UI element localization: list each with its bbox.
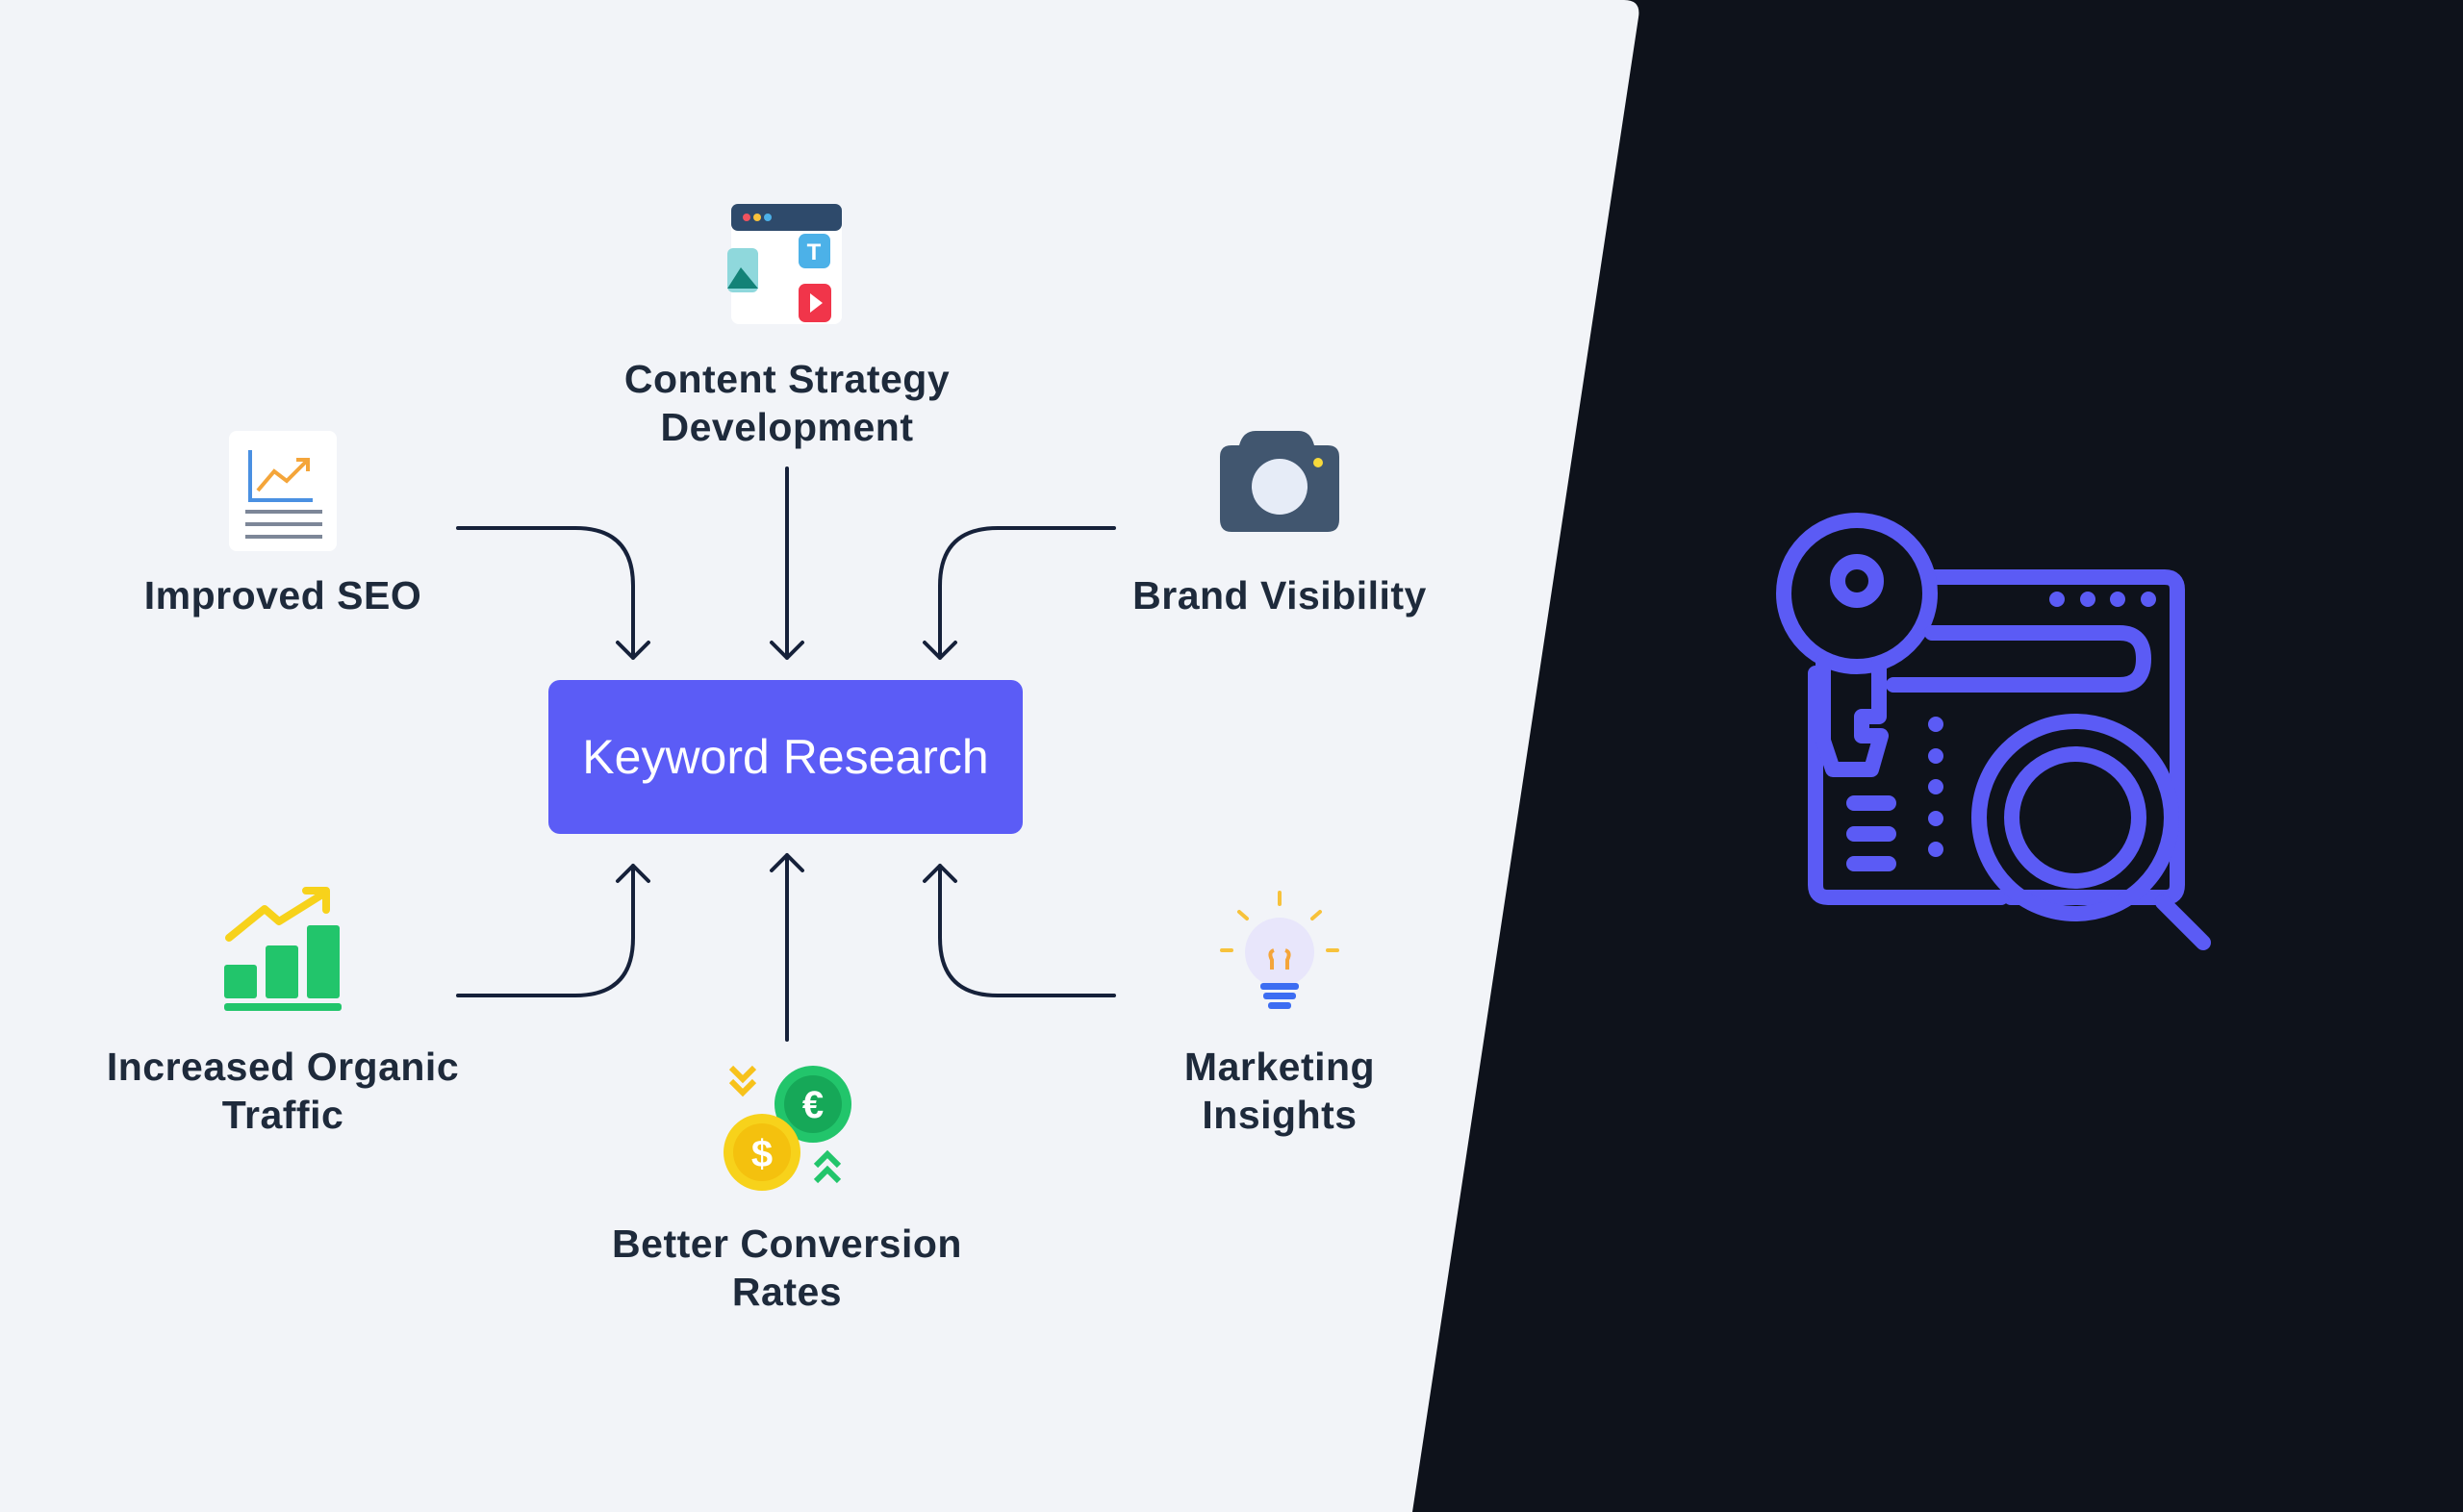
arrow-conversion [770,853,804,1042]
arrow-seo [456,526,650,660]
currency-exchange-icon: € $ [724,1065,851,1191]
node-label: Brand Visibility [1132,573,1427,617]
node-label: Content Strategy [623,357,951,401]
node-label: Rates [731,1270,843,1314]
node-label: Insights [1202,1093,1358,1137]
arrows [456,466,1116,1042]
arrow-content [770,466,804,660]
arrow-traffic [456,864,650,997]
arrow-brand [923,526,1116,660]
node-label: Improved SEO [143,573,422,617]
node-label: Better Conversion [612,1222,962,1266]
keyword-research-node: Keyword Research [548,680,1023,834]
node-marketing-insights: Marketing Insights [1029,1043,1530,1139]
svg-text:$: $ [751,1133,773,1175]
hero-icon-dots [1928,592,2156,857]
node-label: Traffic [221,1093,344,1137]
node-label: Development [660,405,914,449]
node-brand-visibility: Brand Visibility [1029,571,1530,619]
arrow-insights [923,864,1116,997]
node-improved-seo: Improved SEO [33,571,533,619]
keyword-search-icon [1776,513,2211,950]
lightbulb-icon [1220,891,1339,1009]
keyword-research-label: Keyword Research [582,730,989,784]
content-media-icon: T [727,204,842,324]
seo-chart-icon [229,431,337,551]
camera-icon [1220,431,1339,532]
node-label: Increased Organic [106,1045,460,1089]
node-organic-traffic: Increased Organic Traffic [33,1043,533,1139]
growth-bars-icon [224,887,342,1011]
node-content-strategy: Content Strategy Development [537,355,1037,451]
svg-text:€: € [802,1084,824,1126]
node-label: Marketing [1183,1045,1376,1089]
svg-text:T: T [807,239,822,265]
node-conversion-rates: Better Conversion Rates [537,1220,1037,1316]
